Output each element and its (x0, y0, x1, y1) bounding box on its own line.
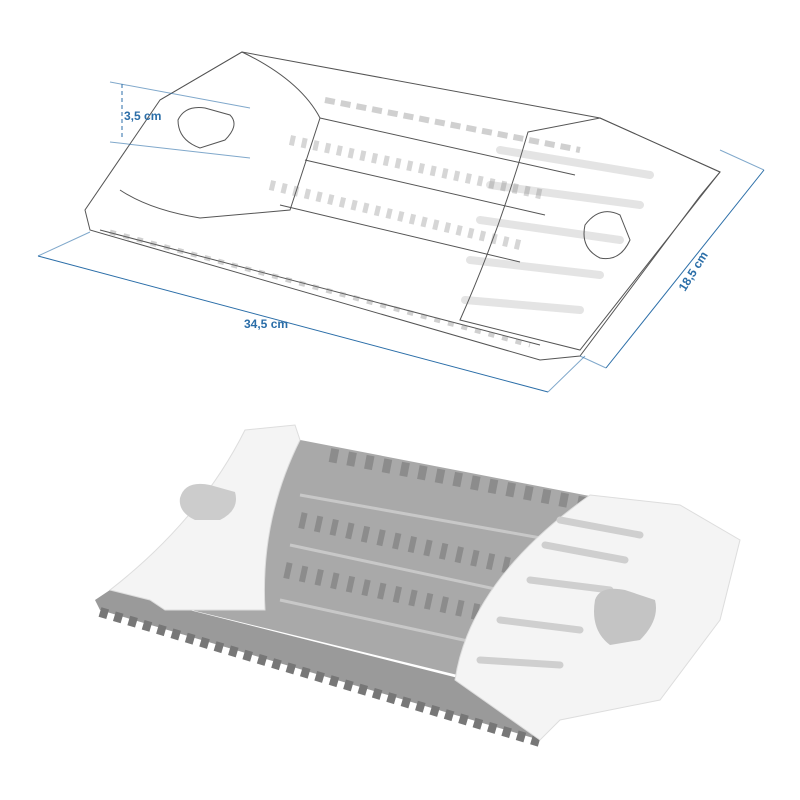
height-dimension-label: 3,5 cm (124, 109, 161, 123)
length-dimension-label: 34,5 cm (244, 317, 288, 331)
line-drawing-rack (84, 51, 721, 361)
dimension-lines (37, 81, 765, 393)
width-dimension-label: 18,5 cm (676, 249, 711, 294)
product-photo-rack (95, 424, 741, 747)
